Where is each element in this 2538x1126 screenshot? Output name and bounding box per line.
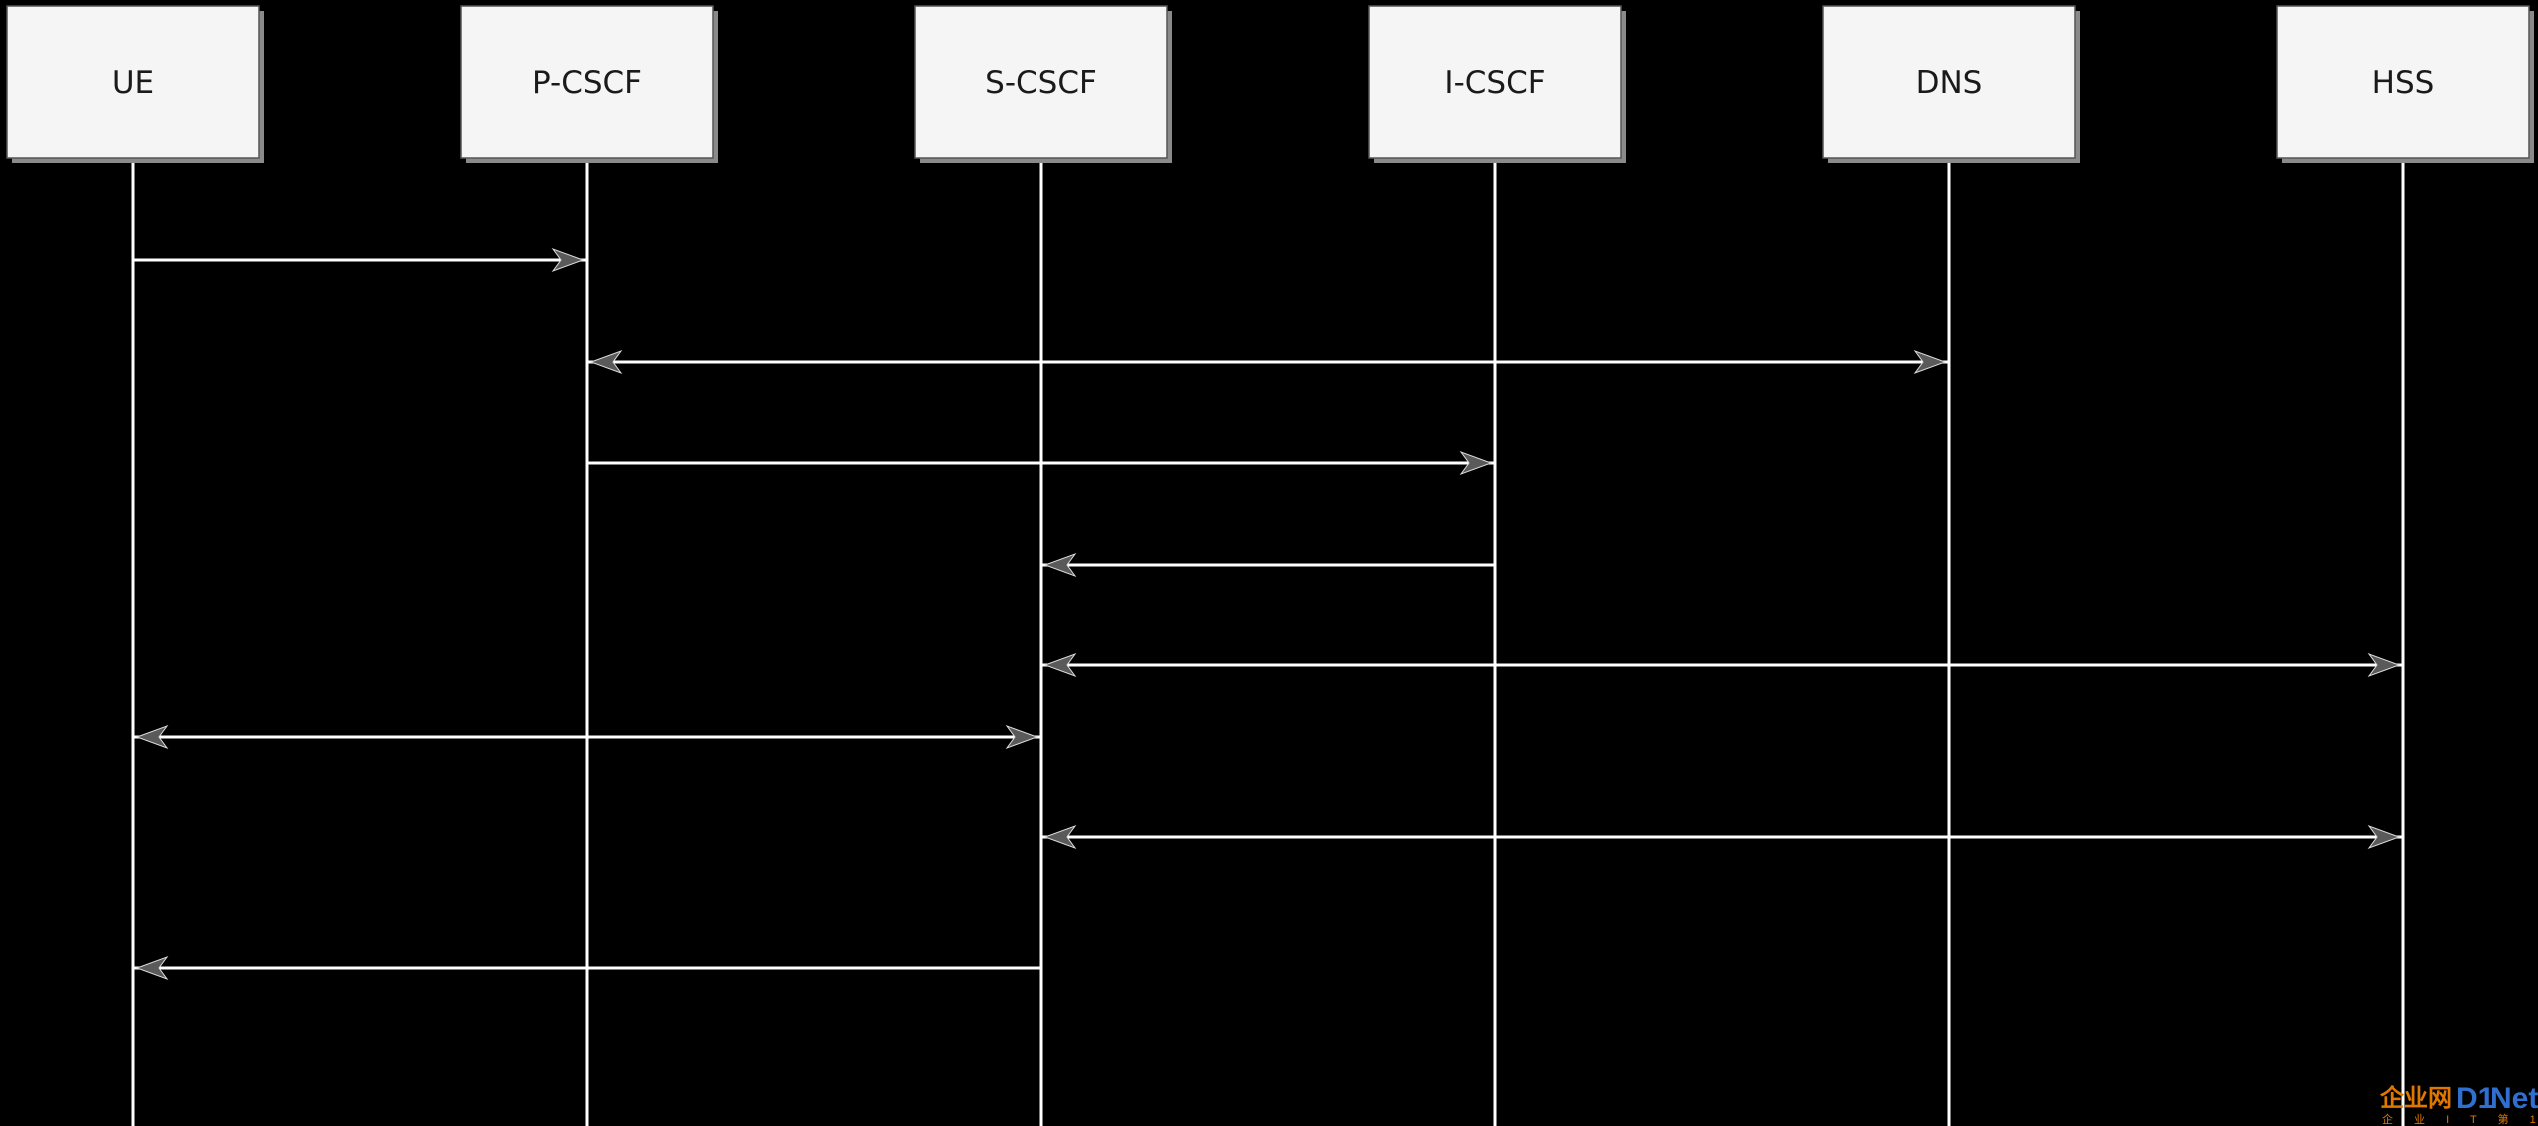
message-scscf-to-hss: [1041, 652, 2403, 678]
arrowhead-right: [1005, 724, 1039, 750]
participant-icscf: I-CSCF: [1368, 5, 1626, 163]
message-icscf-to-scscf: [1041, 552, 1495, 578]
arrowhead-right: [2367, 652, 2401, 678]
watermark-brand-net: Net: [2490, 1082, 2538, 1115]
participant-box: [914, 5, 1168, 159]
watermark-brand-d1: D1: [2456, 1082, 2494, 1115]
participant-label: P-CSCF: [532, 65, 642, 101]
message-ue-to-scscf: [133, 724, 1041, 750]
arrowhead-right: [1913, 349, 1947, 375]
watermark-subtitle: 企 业 I T 第 1 门 户: [2382, 1112, 2538, 1126]
message-scscf-to-ue: [133, 955, 1041, 981]
participant-pcscf: P-CSCF: [460, 5, 718, 163]
arrowhead-left: [589, 349, 623, 375]
message-pcscf-to-dns: [587, 349, 1949, 375]
arrowhead-left: [135, 724, 169, 750]
participant-ue: UE: [6, 5, 264, 163]
message-ue-to-pcscf: [133, 247, 587, 273]
participant-box: [2276, 5, 2530, 159]
participant-label: HSS: [2372, 65, 2435, 101]
participant-box: [460, 5, 714, 159]
message-pcscf-to-icscf: [587, 450, 1495, 476]
messages: [133, 247, 2403, 981]
participant-label: I-CSCF: [1444, 65, 1545, 101]
participant-box: [1368, 5, 1622, 159]
arrowhead-right: [551, 247, 585, 273]
message-scscf-to-hss: [1041, 824, 2403, 850]
arrowhead-left: [1043, 652, 1077, 678]
participant-scscf: S-CSCF: [914, 5, 1172, 163]
participants: UE P-CSCF S-CSCF I-CSCF DNS HSS: [6, 5, 2534, 163]
participant-label: S-CSCF: [985, 65, 1097, 101]
lifelines: [131, 158, 2405, 1126]
participant-dns: DNS: [1822, 5, 2080, 163]
participant-box: [6, 5, 260, 159]
participant-box: [1822, 5, 2076, 159]
arrowhead-left: [135, 955, 169, 981]
watermark-brand-cn: 企业网: [2380, 1084, 2452, 1112]
participant-hss: HSS: [2276, 5, 2534, 163]
arrowhead-right: [2367, 824, 2401, 850]
watermark-logo: 企业网 D1 Net 企 业 I T 第 1 门 户: [2380, 1082, 2538, 1126]
arrowhead-left: [1043, 824, 1077, 850]
arrowhead-right: [1459, 450, 1493, 476]
participant-label: UE: [112, 65, 154, 101]
arrowhead-left: [1043, 552, 1077, 578]
participant-label: DNS: [1916, 65, 1983, 101]
